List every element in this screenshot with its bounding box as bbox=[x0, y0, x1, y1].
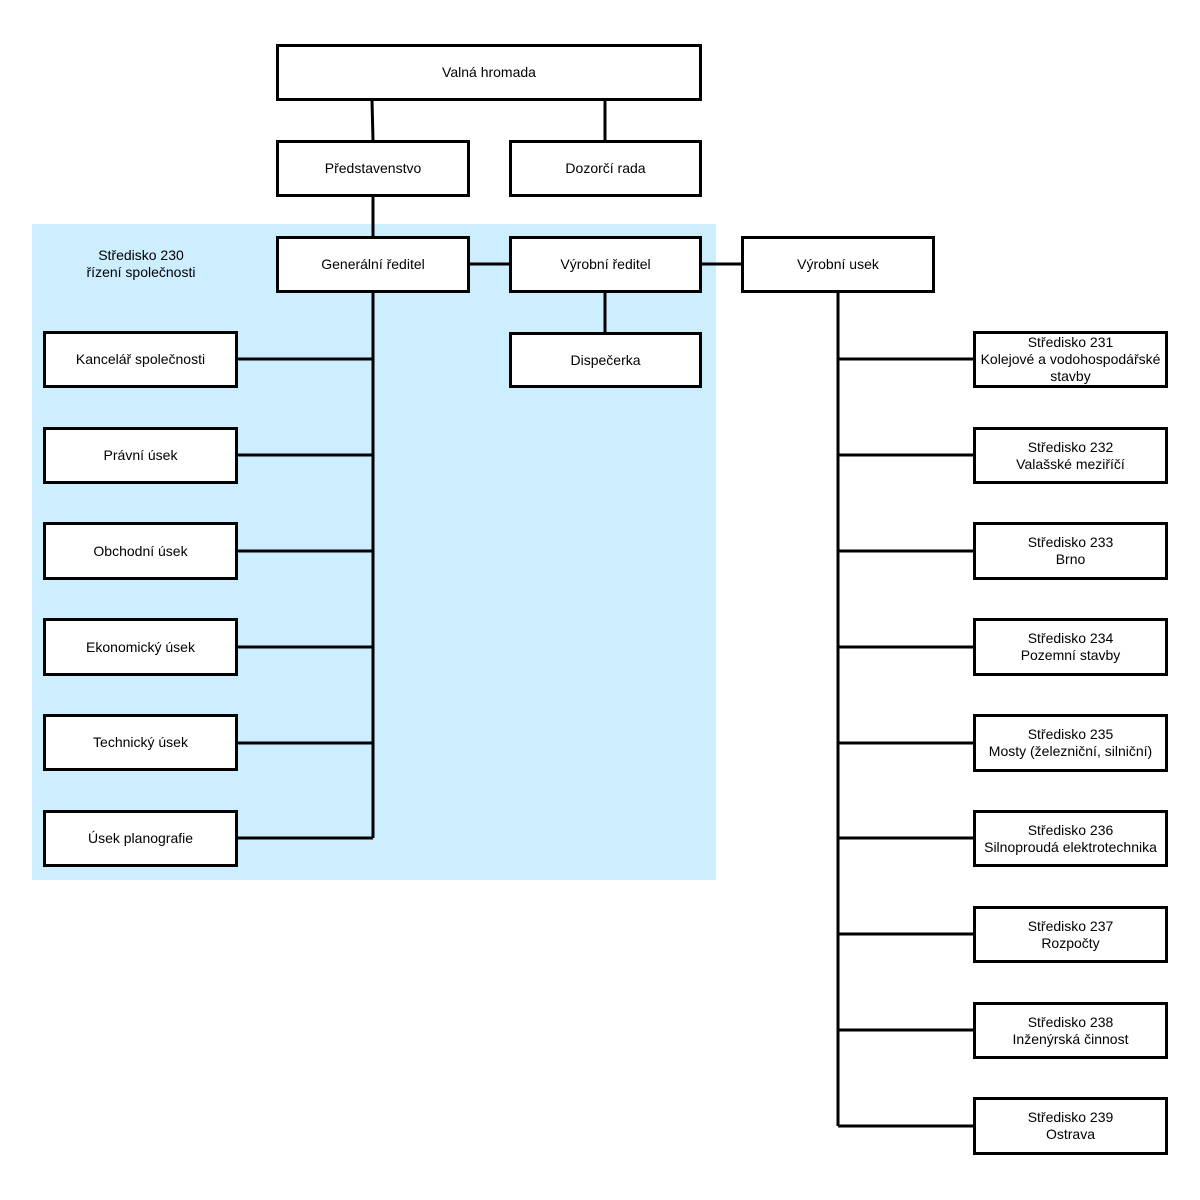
node-stredisko-235: Středisko 235 Mosty (železniční, silničn… bbox=[973, 714, 1168, 772]
node-stredisko-239: Středisko 239 Ostrava bbox=[973, 1097, 1168, 1155]
node-vyrobni-usek-label: Výrobní usek bbox=[797, 256, 879, 272]
node-stredisko-234: Středisko 234 Pozemní stavby bbox=[973, 618, 1168, 676]
node-usek-planografie: Úsek planografie bbox=[43, 810, 238, 867]
node-valna-hromada-label: Valná hromada bbox=[442, 64, 536, 80]
node-s237-label: Středisko 237 Rozpočty bbox=[1027, 917, 1114, 951]
node-stredisko-236: Středisko 236 Silnoproudá elektrotechnik… bbox=[973, 810, 1168, 867]
node-generalni-reditel-label: Generální ředitel bbox=[321, 256, 425, 272]
node-s235-label: Středisko 235 Mosty (železniční, silničn… bbox=[988, 726, 1153, 759]
node-planografie-label: Úsek planografie bbox=[87, 830, 194, 846]
node-technicky-usek: Technický úsek bbox=[43, 714, 238, 771]
node-s234-label: Středisko 234 Pozemní stavby bbox=[1020, 630, 1121, 663]
node-s233-label: Středisko 233 Brno bbox=[1027, 534, 1114, 567]
node-stredisko-233: Středisko 233 Brno bbox=[973, 522, 1168, 580]
node-ekonomicky-usek: Ekonomický úsek bbox=[43, 618, 238, 676]
node-ekonomicky-label: Ekonomický úsek bbox=[86, 638, 195, 655]
node-dozorci-rada: Dozorčí rada bbox=[509, 140, 702, 197]
node-predstavenstvo: Představenstvo bbox=[276, 140, 470, 197]
node-kancelar-spolecnosti: Kancelář společnosti bbox=[43, 331, 238, 388]
node-stredisko-231: Středisko 231 Kolejové a vodohospodářské… bbox=[973, 331, 1168, 388]
node-pravni-usek: Právní úsek bbox=[43, 427, 238, 484]
node-dispecerka-label: Dispečerka bbox=[570, 351, 641, 368]
node-s232-label: Středisko 232 Valašské meziříčí bbox=[1016, 438, 1125, 472]
node-s231-label: Středisko 231 Kolejové a vodohospodářské… bbox=[980, 334, 1161, 384]
node-s239-label: Středisko 239 Ostrava bbox=[1027, 1109, 1114, 1142]
node-s236-label: Středisko 236 Silnoproudá elektrotechnik… bbox=[984, 821, 1157, 855]
node-stredisko-238: Středisko 238 Inženýrská činnost bbox=[973, 1002, 1168, 1059]
node-predstavenstvo-label: Představenstvo bbox=[324, 160, 422, 176]
node-pravni-label: Právní úsek bbox=[103, 447, 178, 463]
node-vyrobni-reditel-label: Výrobní ředitel bbox=[560, 256, 651, 272]
node-technicky-label: Technický úsek bbox=[93, 734, 188, 750]
node-kancelar-label: Kancelář společnosti bbox=[75, 351, 206, 367]
stredisko-230-label: Středisko 230 řízení společnosti bbox=[86, 247, 196, 280]
node-vyrobni-reditel: Výrobní ředitel bbox=[509, 236, 702, 293]
node-s238-label: Středisko 238 Inženýrská činnost bbox=[1012, 1013, 1129, 1047]
node-stredisko-232: Středisko 232 Valašské meziříčí bbox=[973, 427, 1168, 484]
node-obchodni-label: Obchodní úsek bbox=[93, 542, 188, 559]
node-dispecerka: Dispečerka bbox=[509, 332, 702, 388]
node-generalni-reditel: Generální ředitel bbox=[276, 236, 470, 293]
node-stredisko-237: Středisko 237 Rozpočty bbox=[973, 906, 1168, 963]
node-obchodni-usek: Obchodní úsek bbox=[43, 522, 238, 580]
node-dozorci-rada-label: Dozorčí rada bbox=[565, 160, 646, 176]
node-vyrobni-usek: Výrobní usek bbox=[741, 236, 935, 293]
connector-valna-predstavenstvo bbox=[370, 99, 375, 141]
node-valna-hromada: Valná hromada bbox=[276, 44, 702, 101]
